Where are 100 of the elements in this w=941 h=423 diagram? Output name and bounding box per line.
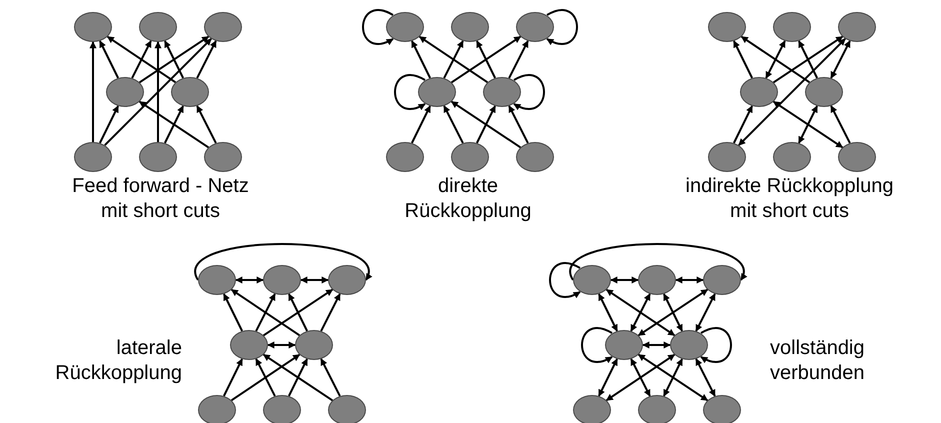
- neuron-circle: [703, 265, 741, 295]
- arrow: [300, 276, 329, 284]
- neuron-circle: [773, 142, 811, 172]
- arrow: [738, 38, 846, 146]
- arrow: [230, 354, 300, 402]
- arrow: [765, 40, 786, 79]
- arrow: [262, 288, 334, 336]
- arrow: [772, 100, 844, 148]
- neuron-circle: [74, 12, 112, 42]
- arc-arrow: [194, 243, 371, 281]
- arrow: [106, 36, 176, 84]
- loop-arrow: [394, 74, 426, 110]
- arrow: [255, 293, 276, 332]
- neuron-circle: [328, 395, 366, 423]
- arrow: [630, 358, 651, 397]
- arc-arrow: [569, 243, 746, 281]
- arrow: [642, 342, 671, 348]
- neuron-circle: [638, 395, 676, 423]
- arrow: [196, 40, 217, 79]
- arrow: [733, 105, 753, 144]
- caption: laterale Rückkopplung: [54, 336, 182, 386]
- neuron-circle: [204, 12, 242, 42]
- arrow: [164, 105, 184, 144]
- neuron-circle: [263, 395, 301, 423]
- arrow: [695, 293, 716, 332]
- arrow: [606, 354, 676, 402]
- arrow: [638, 354, 708, 402]
- neuron-circle: [605, 330, 643, 360]
- arrow: [154, 41, 162, 142]
- arrow: [320, 293, 341, 332]
- arrow: [772, 36, 844, 84]
- arrow: [733, 40, 753, 78]
- arrow: [262, 354, 334, 402]
- arrow: [288, 358, 308, 396]
- arrow: [476, 40, 496, 78]
- arrow: [476, 105, 496, 144]
- arrow: [99, 40, 119, 78]
- arrow: [675, 276, 704, 284]
- neuron-circle: [328, 265, 366, 295]
- neuron-circle: [451, 12, 489, 42]
- arrow: [196, 105, 217, 144]
- neuron-circle: [106, 77, 144, 107]
- arrow: [798, 105, 818, 144]
- loop-arrow: [513, 74, 545, 110]
- arrow: [695, 358, 716, 397]
- arrow: [663, 293, 683, 332]
- arrow: [450, 100, 522, 148]
- arrow: [610, 276, 639, 284]
- arrow: [830, 40, 851, 79]
- neuron-circle: [740, 77, 778, 107]
- caption: vollständig verbunden: [770, 336, 866, 386]
- arrow: [223, 293, 243, 332]
- arrow: [235, 276, 264, 284]
- neuron-circle: [171, 77, 209, 107]
- arrow: [267, 342, 296, 348]
- caption: direkte Rückkopplung: [404, 174, 532, 224]
- neuron-circle: [708, 142, 746, 172]
- neuron-circle: [670, 330, 708, 360]
- arrow: [443, 40, 464, 79]
- arrow: [798, 40, 818, 78]
- neuron-circle: [418, 77, 456, 107]
- arrow: [230, 288, 300, 336]
- neuron-circle: [703, 395, 741, 423]
- arrow: [443, 105, 464, 144]
- neuron-circle: [773, 12, 811, 42]
- arrow: [164, 40, 184, 78]
- arrow: [138, 36, 210, 84]
- arrow: [411, 40, 431, 78]
- arrow: [630, 293, 651, 332]
- arrow: [90, 41, 96, 142]
- arrow: [508, 105, 529, 144]
- arrow: [104, 38, 212, 146]
- neuron-circle: [295, 330, 333, 360]
- loop-arrow: [362, 9, 394, 45]
- neuron-circle: [139, 142, 177, 172]
- neuron-circle: [638, 265, 676, 295]
- neuron-circle: [204, 142, 242, 172]
- neuron-circle: [198, 265, 236, 295]
- arrow: [598, 358, 618, 397]
- neuron-circle: [230, 330, 268, 360]
- neuron-circle: [573, 265, 611, 295]
- neuron-circle: [451, 142, 489, 172]
- arrow: [740, 36, 810, 84]
- neuron-circle: [838, 12, 876, 42]
- arrow: [450, 36, 522, 84]
- arrow: [411, 105, 431, 144]
- loop-arrow: [546, 9, 578, 45]
- arrow: [830, 105, 851, 144]
- caption: indirekte Rückkopplung mit short cuts: [684, 174, 894, 224]
- loop-arrow: [549, 262, 581, 298]
- neuron-circle: [139, 12, 177, 42]
- arrow: [99, 105, 119, 144]
- arrow: [131, 40, 152, 79]
- loop-arrow: [700, 327, 732, 363]
- neuron-circle: [483, 77, 521, 107]
- neuron-circle: [516, 12, 554, 42]
- arrow: [598, 293, 618, 332]
- neuron-circle: [516, 142, 554, 172]
- arrow: [255, 358, 276, 397]
- neuron-circle: [386, 142, 424, 172]
